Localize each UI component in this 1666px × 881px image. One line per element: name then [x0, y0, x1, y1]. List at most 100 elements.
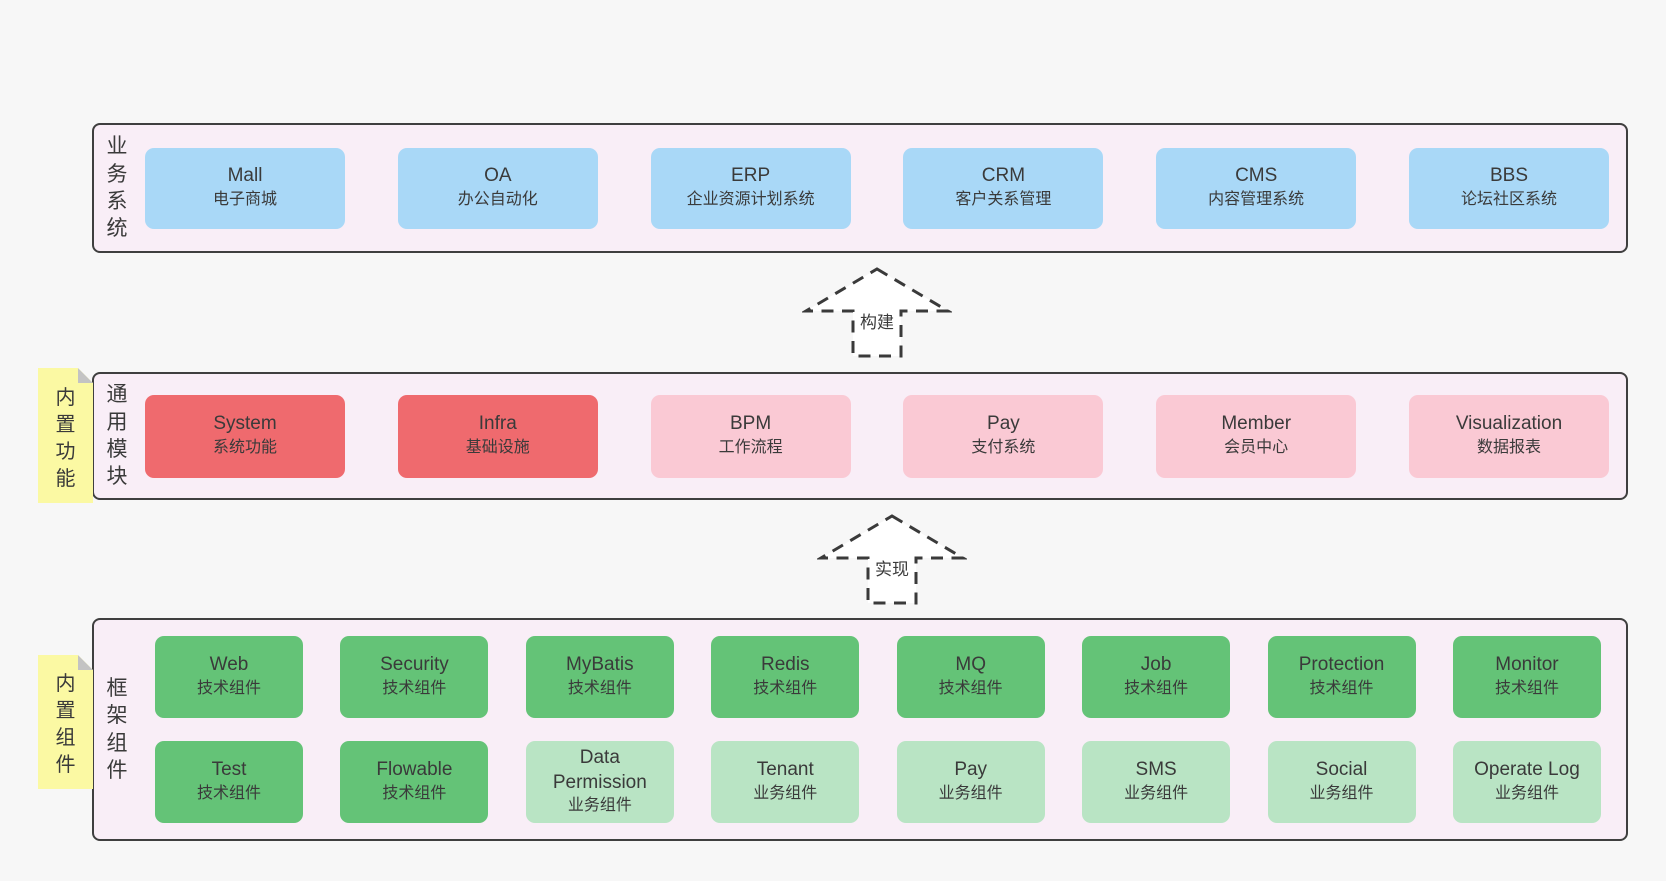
box-bbs: BBS 论坛社区系统	[1408, 147, 1609, 229]
panel-business-label: 业务系统	[106, 135, 128, 241]
box-title-en: CMS	[1235, 165, 1278, 187]
box-title-zh: 技术组件	[196, 680, 261, 698]
box-title-zh: 技术组件	[1494, 680, 1559, 698]
box-title-en: Redis	[760, 654, 810, 676]
box-title-zh: 业务组件	[938, 785, 1003, 803]
up-arrow-icon	[817, 514, 967, 605]
box-web: Web 技术组件	[155, 636, 303, 718]
box-title-en: Member	[1221, 413, 1292, 435]
box-crm: CRM 客户关系管理	[903, 147, 1104, 229]
box-title-zh: 会员中心	[1224, 439, 1289, 457]
box-pay: Pay 支付系统	[903, 394, 1104, 478]
box-cms: CMS 内容管理系统	[1156, 147, 1357, 229]
box-title-zh: 技术组件	[196, 785, 261, 803]
box-title-zh: 业务组件	[1494, 785, 1559, 803]
arrow-build: 构建	[802, 265, 952, 359]
box-title-en: Monitor	[1495, 654, 1559, 676]
sticky-fold-corner-icon	[78, 655, 93, 670]
sticky-built-in-components-label: 内置组件	[55, 673, 76, 776]
box-title-en: Data Permission	[552, 747, 647, 793]
box-test: Test 技术组件	[155, 741, 303, 823]
box-mq: MQ 技术组件	[896, 636, 1045, 718]
box-title-en: Pay	[954, 759, 988, 781]
box-title-en: Job	[1140, 654, 1172, 676]
box-title-en: Security	[380, 654, 449, 676]
box-title-zh: 技术组件	[1309, 680, 1374, 698]
box-job: Job 技术组件	[1082, 636, 1231, 718]
arrow-build-label: 构建	[857, 313, 897, 334]
arrow-implement: 实现	[817, 512, 967, 606]
box-system: System 系统功能	[145, 394, 345, 478]
box-title-en: Test	[211, 759, 247, 781]
box-mybatis: MyBatis 技术组件	[525, 636, 674, 718]
box-title-zh: 论坛社区系统	[1460, 191, 1557, 209]
box-title-en: SMS	[1135, 759, 1177, 781]
box-title-en: BPM	[730, 413, 772, 435]
box-title-en: OA	[484, 165, 512, 187]
component-boxes-rows: Web 技术组件 Security 技术组件 MyBatis 技术组件 Redi…	[155, 620, 1601, 839]
box-infra: Infra 基础设施	[397, 394, 598, 478]
box-tenant: Tenant 业务组件	[711, 741, 860, 823]
box-title-en: ERP	[731, 165, 771, 187]
box-redis: Redis 技术组件	[711, 636, 860, 718]
component-row-tech: Web 技术组件 Security 技术组件 MyBatis 技术组件 Redi…	[155, 636, 1601, 718]
box-title-en: System	[213, 413, 277, 435]
box-title-en: Web	[209, 654, 249, 676]
box-data-permission: Data Permission 业务组件	[525, 741, 674, 823]
module-boxes-row: System 系统功能 Infra 基础设施 BPM 工作流程 Pay 支付系统…	[145, 374, 1609, 498]
box-sms: SMS 业务组件	[1082, 741, 1231, 823]
panel-common-modules: 通用模块 System 系统功能 Infra 基础设施 BPM 工作流程 Pay…	[92, 372, 1628, 500]
sticky-built-in-features: 内置功能	[38, 368, 93, 503]
box-title-en: Flowable	[376, 759, 453, 781]
business-boxes-row: Mall 电子商城 OA 办公自动化 ERP 企业资源计划系统 CRM 客户关系…	[145, 125, 1609, 251]
box-title-zh: 基础设施	[465, 439, 530, 457]
sticky-built-in-features-label: 内置功能	[55, 386, 76, 490]
panel-business-systems: 业务系统 Mall 电子商城 OA 办公自动化 ERP 企业资源计划系统 CRM…	[92, 123, 1628, 253]
panel-common-modules-label: 通用模块	[106, 383, 128, 489]
component-row-business: Test 技术组件 Flowable 技术组件 Data Permission …	[155, 741, 1601, 823]
box-operate-log: Operate Log 业务组件	[1452, 741, 1601, 823]
box-title-zh: 系统功能	[212, 439, 277, 457]
box-title-en: Visualization	[1455, 413, 1563, 435]
box-title-en: MQ	[955, 654, 986, 676]
box-flowable: Flowable 技术组件	[340, 741, 489, 823]
box-social: Social 业务组件	[1267, 741, 1416, 823]
box-oa: OA 办公自动化	[397, 147, 598, 229]
box-title-en: Operate Log	[1474, 759, 1580, 781]
box-title-en: Infra	[478, 413, 517, 435]
box-title-en: MyBatis	[566, 654, 634, 676]
arrow-implement-label: 实现	[872, 560, 912, 581]
box-title-en: Mall	[227, 165, 263, 187]
box-title-zh: 技术组件	[567, 680, 632, 698]
box-title-zh: 内容管理系统	[1208, 191, 1305, 209]
box-security: Security 技术组件	[340, 636, 489, 718]
box-title-en: Protection	[1298, 654, 1385, 676]
panel-common-modules-label-wrap: 通用模块	[102, 374, 132, 498]
box-title-zh: 支付系统	[971, 439, 1036, 457]
box-pay-biz: Pay 业务组件	[896, 741, 1045, 823]
up-arrow-icon	[802, 267, 952, 358]
box-title-zh: 办公自动化	[457, 191, 538, 209]
box-title-en: CRM	[981, 165, 1026, 187]
box-title-zh: 业务组件	[567, 797, 632, 815]
box-title-zh: 技术组件	[382, 680, 447, 698]
box-title-zh: 电子商城	[212, 191, 277, 209]
box-monitor: Monitor 技术组件	[1452, 636, 1601, 718]
box-title-zh: 数据报表	[1476, 439, 1541, 457]
box-title-zh: 业务组件	[753, 785, 818, 803]
box-bpm: BPM 工作流程	[650, 394, 851, 478]
box-mall: Mall 电子商城	[145, 147, 345, 229]
box-protection: Protection 技术组件	[1267, 636, 1416, 718]
panel-framework-label-wrap: 框架组件	[102, 620, 132, 839]
box-erp: ERP 企业资源计划系统	[650, 147, 851, 229]
box-title-zh: 业务组件	[1309, 785, 1374, 803]
box-title-zh: 客户关系管理	[955, 191, 1052, 209]
box-title-en: Social	[1315, 759, 1368, 781]
sticky-fold-corner-icon	[78, 368, 93, 383]
panel-framework-components: 框架组件 Web 技术组件 Security 技术组件 MyBatis 技术组件…	[92, 618, 1628, 841]
box-title-en: BBS	[1489, 165, 1528, 187]
box-title-zh: 技术组件	[1124, 680, 1189, 698]
box-member: Member 会员中心	[1156, 394, 1357, 478]
box-title-zh: 技术组件	[938, 680, 1003, 698]
